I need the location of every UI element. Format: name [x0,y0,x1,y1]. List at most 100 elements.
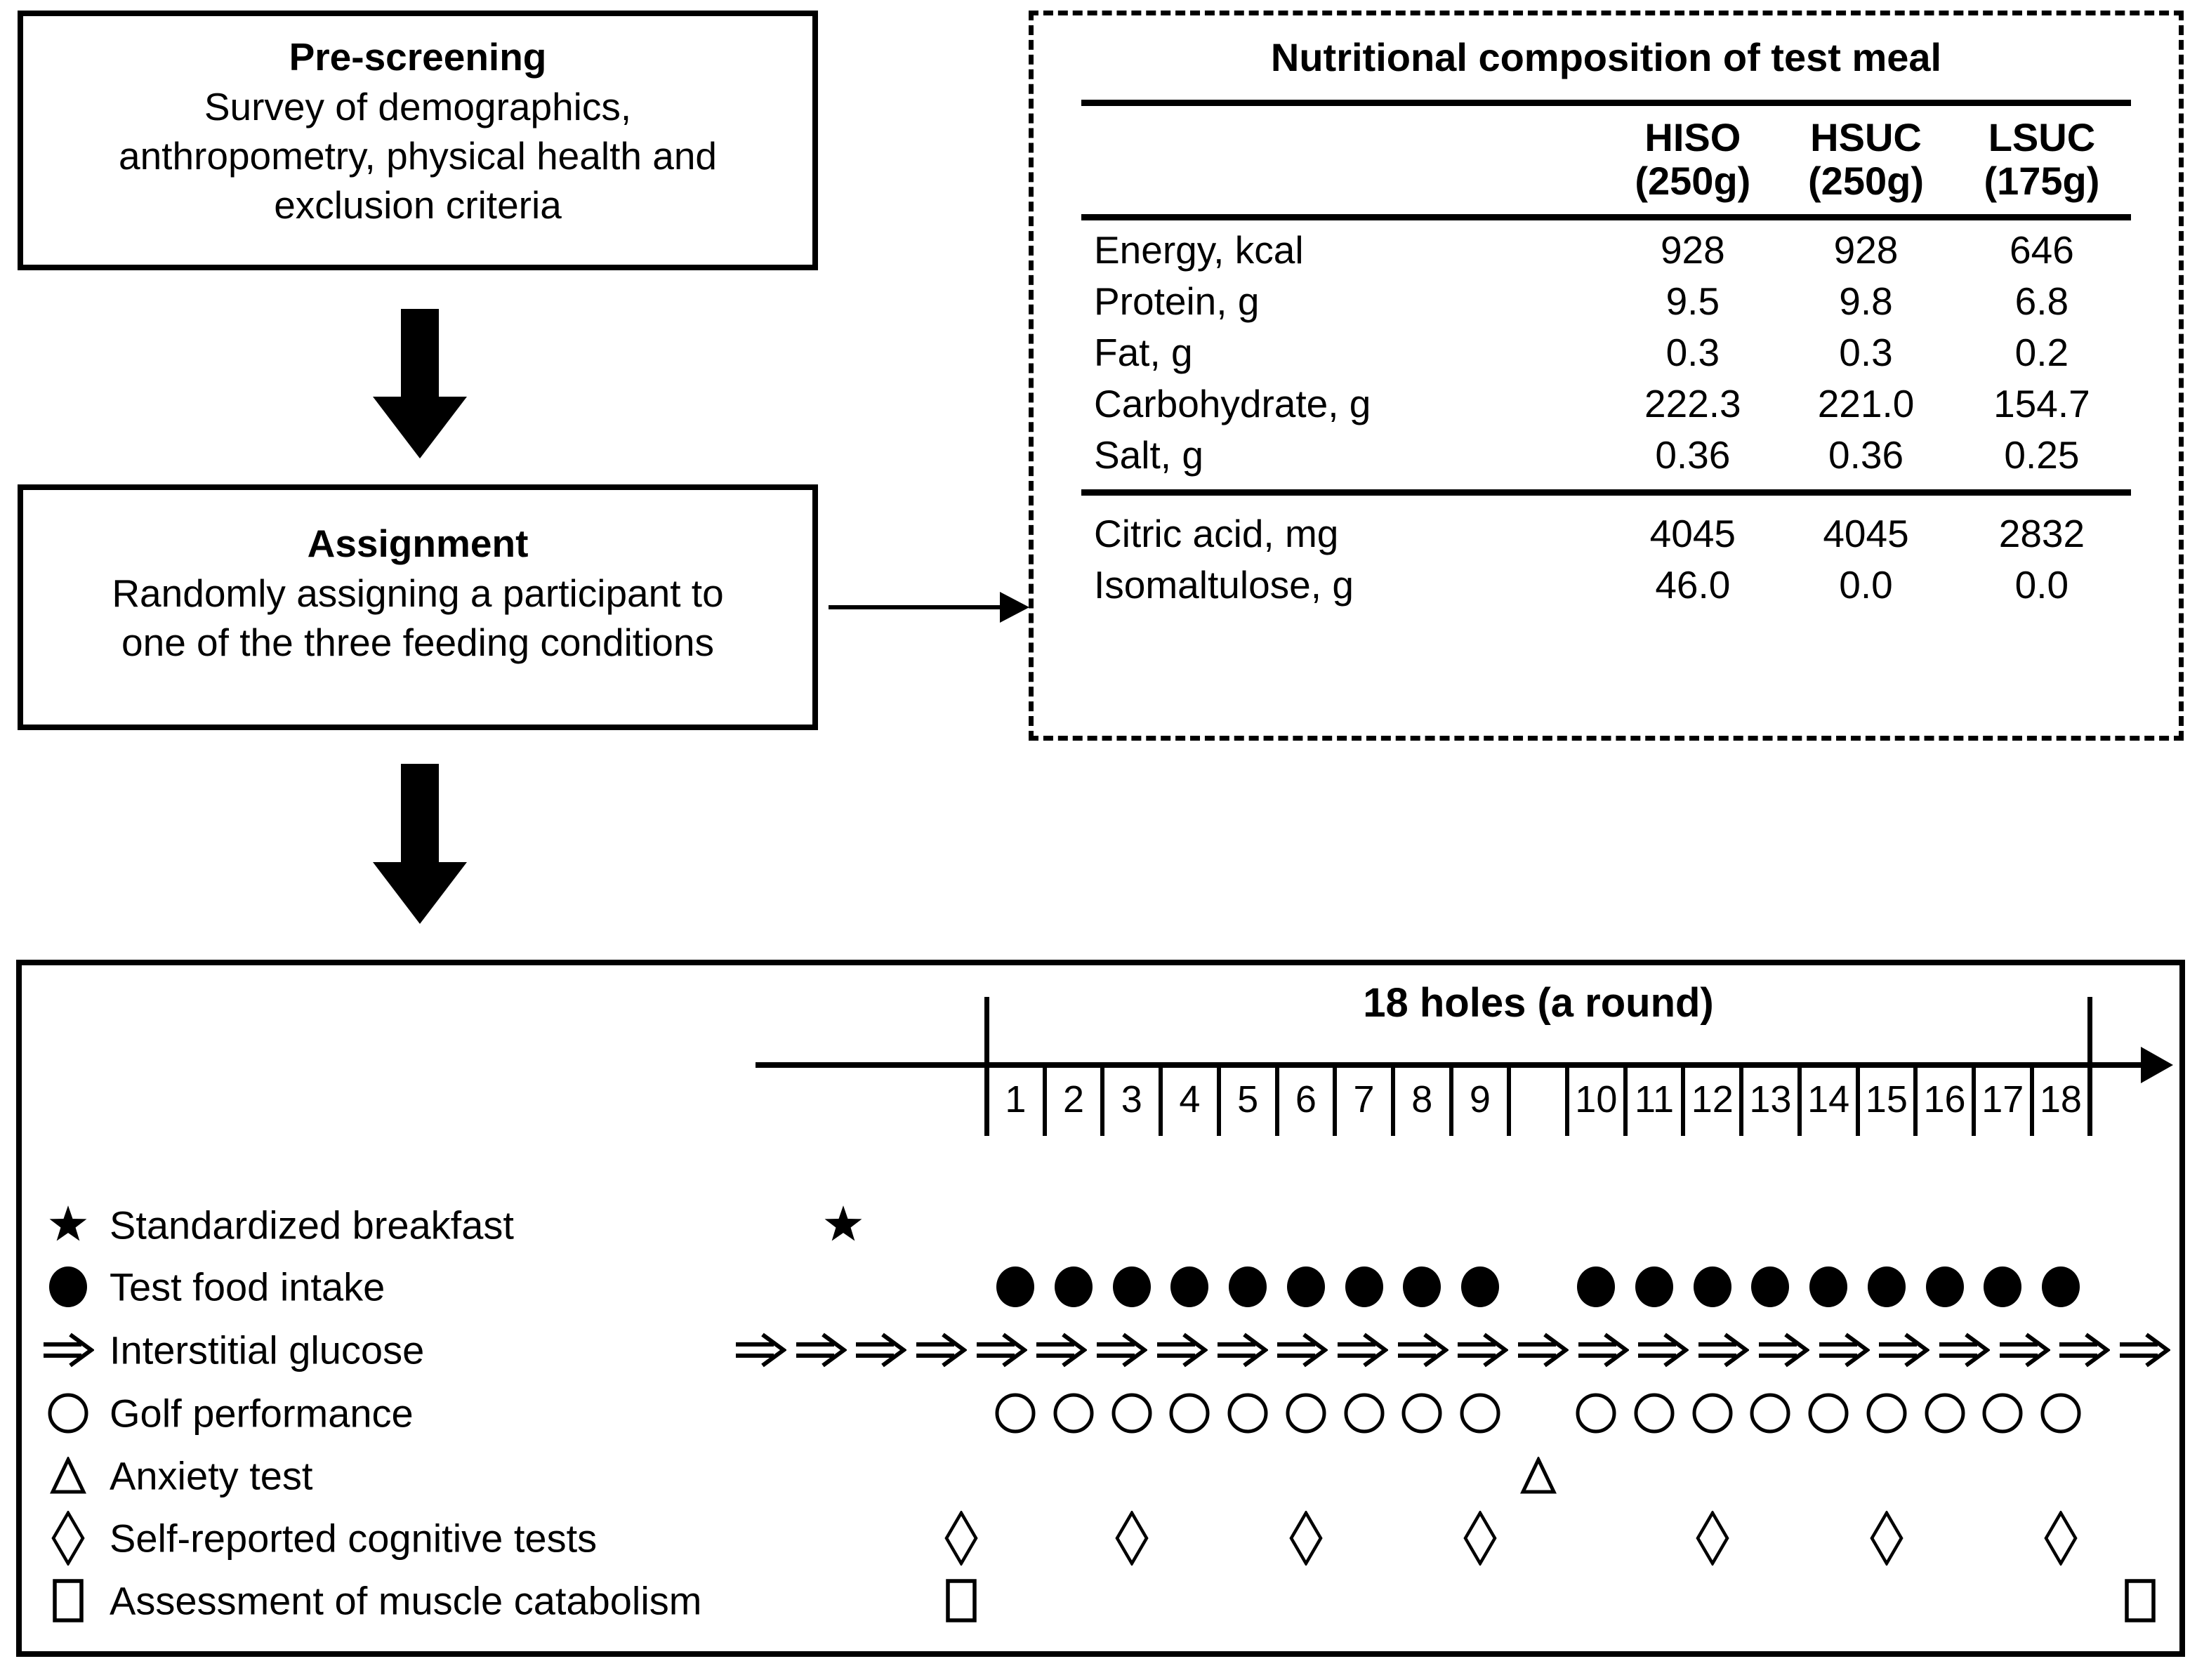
filled-circle-icon [48,1266,88,1308]
hole-number: 14 [1807,1078,1850,1120]
row-label: Carbohydrate, g [1094,382,1371,425]
hole-tick [1216,1065,1221,1136]
column-name: LSUC [1988,115,2096,159]
double-arrow-marker-glucose [1757,1332,1810,1368]
filled-circle-marker-test-food [1576,1266,1616,1308]
open-circle-marker-golf [1924,1392,1966,1434]
timeline-arrowhead-icon [2141,1047,2173,1083]
hole-number: 7 [1353,1078,1375,1120]
hole-tick [1333,1065,1338,1136]
diamond-marker-cognitive [1695,1509,1730,1567]
row-label: Fat, g [1094,331,1193,374]
row-value: 928 [1660,228,1725,272]
filled-circle-marker-test-food [1750,1266,1790,1308]
legend-label-muscle: Assessment of muscle catabolism [110,1578,702,1623]
row-label: Protein, g [1094,279,1260,323]
filled-circle-marker-test-food [1111,1266,1152,1308]
open-circle-marker-golf [1981,1392,2024,1434]
hole-tick [1739,1065,1744,1136]
hole-number: 10 [1575,1078,1618,1120]
double-arrow-marker-glucose [1818,1332,1871,1368]
hole-number: 5 [1237,1078,1259,1120]
row-value: 0.0 [1839,563,1893,607]
star-icon [48,1205,88,1245]
hole-number: 11 [1635,1078,1675,1120]
double-arrow-marker-glucose [1397,1332,1449,1368]
double-arrow-marker-glucose [1276,1332,1329,1368]
assignment-box: Assignment Randomly assigning a particip… [18,484,818,730]
open-circle-marker-golf [1691,1392,1734,1434]
hole-number: 15 [1865,1078,1908,1120]
open-circle-marker-golf [1285,1392,1327,1434]
row-value: 646 [2010,228,2074,272]
arrow-head [373,397,467,458]
filled-circle-marker-test-food [1169,1266,1210,1308]
hole-number: 1 [1005,1078,1027,1120]
open-circle-marker-golf [1866,1392,1908,1434]
prescreening-line: anthropometry, physical health and [119,134,717,178]
prescreening-line: exclusion criteria [274,183,562,227]
arrow-head [373,862,467,924]
double-arrow-marker-glucose [2058,1332,2111,1368]
hole-tick [2029,1065,2034,1136]
open-circle-marker-golf [1111,1392,1153,1434]
double-arrow-marker-glucose [795,1332,847,1368]
diamond-marker-cognitive [1288,1509,1324,1567]
open-circle-marker-golf [1343,1392,1385,1434]
timeline-title: 18 holes (a round) [1363,980,1714,1026]
square-marker-muscle [945,1578,977,1623]
double-arrow-marker-glucose [1456,1332,1510,1368]
hole-tick [1913,1065,1918,1136]
arrow-stem [401,764,439,866]
filled-circle-marker-test-food [995,1266,1036,1308]
row-value: 0.2 [2014,331,2069,374]
table-rule-top [1081,100,2131,106]
open-circle-icon [47,1392,89,1434]
filled-circle-marker-test-food [1460,1266,1500,1308]
hole-number: 6 [1295,1078,1317,1120]
hole-tick [1507,1065,1512,1136]
row-value: 0.36 [1828,433,1904,477]
open-circle-marker-golf [1749,1392,1791,1434]
double-arrow-marker-glucose [1998,1332,2051,1368]
double-arrow-marker-glucose [1637,1332,1690,1368]
legend-label-test_food: Test food intake [110,1264,385,1309]
round-boundary-line [2087,997,2092,1136]
column-amount: (175g) [1984,159,2100,203]
prescreening-line: Survey of demographics, [204,85,632,128]
hole-number: 12 [1691,1078,1734,1120]
prescreening-description: Survey of demographics, anthropometry, ph… [23,82,812,230]
row-value: 222.3 [1644,382,1741,425]
row-value: 0.0 [2014,563,2069,607]
double-arrow-marker-glucose [1035,1332,1088,1368]
filled-circle-marker-test-food [1982,1266,2023,1308]
filled-circle-marker-test-food [1808,1266,1849,1308]
row-value: 0.36 [1655,433,1731,477]
open-circle-marker-golf [1459,1392,1501,1434]
row-value: 0.3 [1665,331,1720,374]
double-arrow-marker-glucose [1216,1332,1269,1368]
double-arrow-marker-glucose [975,1332,1028,1368]
legend-label-cognitive: Self-reported cognitive tests [110,1516,598,1561]
row-value: 0.3 [1839,331,1893,374]
row-label: Salt, g [1094,433,1203,477]
row-value: 4045 [1823,512,1909,555]
filled-circle-marker-test-food [1286,1266,1326,1308]
open-circle-marker-golf [994,1392,1036,1434]
double-arrow-marker-glucose [855,1332,908,1368]
diamond-icon [51,1509,86,1567]
assignment-title: Assignment [307,522,529,565]
row-value: 928 [1833,228,1899,272]
triangle-marker-anxiety [1520,1455,1557,1495]
legend-label-glucose: Interstitial glucose [110,1328,425,1373]
assignment-line: one of the three feeding conditions [121,621,714,664]
arrow-line [829,605,1001,609]
table-rule-mid [1081,214,2131,220]
nutrition-table-header: HISO(250g)HSUC(250g)LSUC(175g) [1081,106,2131,214]
hole-number: 17 [1981,1078,2024,1120]
hole-number: 2 [1063,1078,1085,1120]
